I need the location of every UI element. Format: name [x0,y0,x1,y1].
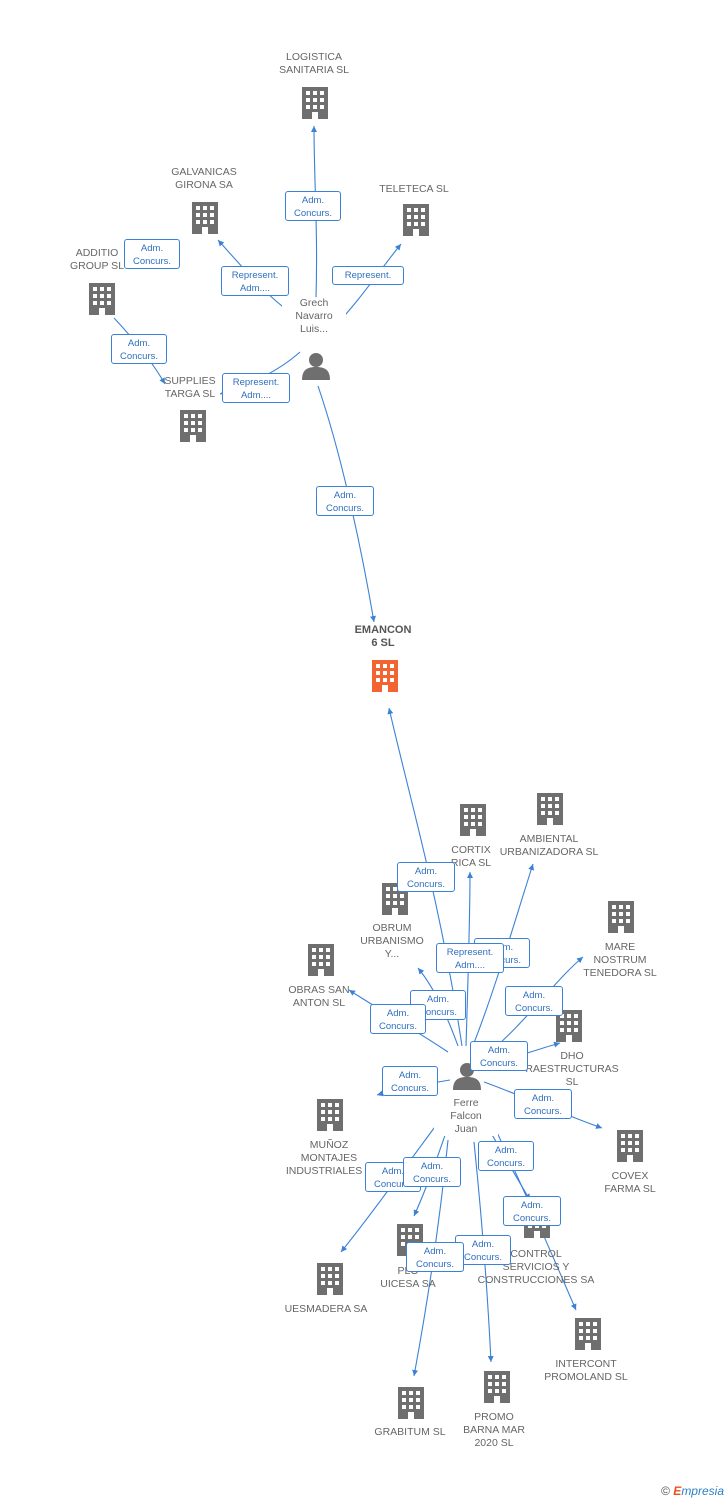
company-label-intercont-line2[interactable]: PROMOLAND SL [544,1371,628,1383]
person-label-grech[interactable]: Grech Navarro Luis... [282,297,346,336]
company-label-obrassan[interactable]: OBRAS SAN ANTON SL [288,984,350,1009]
copyright-symbol: © [661,1484,670,1498]
company-label-covex[interactable]: COVEX FARMA SL [604,1170,656,1195]
company-icon-munoz [317,1099,343,1131]
main-company-label[interactable]: EMANCON 6 SL [343,624,423,650]
company-icon-intercont [575,1318,601,1350]
company-label-grabitum[interactable]: GRABITUM SL [374,1426,446,1438]
company-label-mare[interactable]: MARE NOSTRUM TENEDORA SL [583,941,657,979]
relation-ferre-control[interactable]: Adm.Concurs. [478,1141,534,1171]
company-icon-covex [617,1130,643,1162]
company-label-uesmadera[interactable]: UESMADERA SA [284,1303,368,1315]
relation-ferre-left[interactable]: Adm.Concurs. [382,1066,438,1096]
company-icon-mare [608,901,634,933]
relation-grech-galvanicas[interactable]: Represent.Adm.... [221,266,289,296]
relation-ferre-promo[interactable]: Adm.Concurs. [455,1235,511,1265]
relation-ferre-dho[interactable]: Adm.Concurs. [470,1041,528,1071]
company-icon-teleteca [403,204,429,236]
relation-ferre-plo[interactable]: Adm.Concurs. [403,1157,461,1187]
company-label-supplies[interactable]: SUPPLIES TARGA SL [164,375,216,400]
company-icon-cortix [460,804,486,836]
relation-additio[interactable]: Adm.Concurs. [124,239,180,269]
company-icon-supplies [180,410,206,442]
company-icon-galvanicas [192,202,218,234]
company-label-control[interactable]: CONTROL SERVICIOS Y CONSTRUCCIONES SA [477,1248,595,1286]
company-icon-additio [89,283,115,315]
relation-ferre-emancon[interactable]: Adm.Concurs. [397,862,455,892]
company-icon-logistica [302,87,328,119]
relation-ferre-obrum[interactable]: Represent.Adm.... [436,943,504,973]
company-label-promo[interactable]: PROMO BARNA MAR 2020 SL [463,1411,525,1449]
company-label-ambiental[interactable]: AMBIENTAL URBANIZADORA SL [499,833,599,858]
company-icon-obrassan [308,944,334,976]
person-icon-grech [302,353,330,380]
company-label-munoz[interactable]: MUÑOZ MONTAJES INDUSTRIALES S [285,1139,373,1177]
relation-additio-supplies[interactable]: Adm.Concurs. [111,334,167,364]
company-icon-promo [484,1371,510,1403]
company-label-cortix[interactable]: CORTIX RICA SL [450,844,492,869]
company-label-dho[interactable]: DHO RAESTRUCTURAS SL [525,1050,619,1088]
relation-ferre-grabitum[interactable]: Adm.Concurs. [406,1242,464,1272]
company-label-additio[interactable]: ADDITIO GROUP SL [69,247,125,272]
relation-grech-logistica[interactable]: Adm.Concurs. [285,191,341,221]
company-label-teleteca[interactable]: TELETECA SL [379,183,449,195]
empresia-logo: © Empresia [661,1484,724,1498]
brand-logo-e: E [673,1484,682,1498]
company-icon-uesmadera [317,1263,343,1295]
relation-ferre-obrassan[interactable]: Adm.Concurs. [370,1004,426,1034]
relation-grech-supplies[interactable]: Represent.Adm.... [222,373,290,403]
company-icon-ambiental [537,793,563,825]
relation-grech-emancon[interactable]: Adm.Concurs. [316,486,374,516]
company-label-galvanicas[interactable]: GALVANICAS GIRONA SA [171,166,237,191]
company-label-intercont[interactable]: INTERCONT [555,1358,617,1370]
company-label-obrum[interactable]: OBRUM URBANISMO Y... [360,922,424,960]
company-label-logistica[interactable]: LOGISTICA SANITARIA SL [279,51,349,76]
main-company-name-line1: EMANCON [354,624,412,636]
company-icon-emancon [372,660,398,692]
relation-grech-teleteca[interactable]: Represent. [332,266,404,285]
brand-logo-text: mpresia [681,1484,724,1498]
person-label-ferre[interactable]: Ferre Falcon Juan [434,1097,498,1136]
relation-ferre-mare[interactable]: Adm.Concurs. [505,986,563,1016]
relation-ferre-intercont[interactable]: Adm.Concurs. [503,1196,561,1226]
company-icon-grabitum [398,1387,424,1419]
relation-ferre-covex[interactable]: Adm.Concurs. [514,1089,572,1119]
main-company-name-line2: 6 SL [371,637,395,649]
